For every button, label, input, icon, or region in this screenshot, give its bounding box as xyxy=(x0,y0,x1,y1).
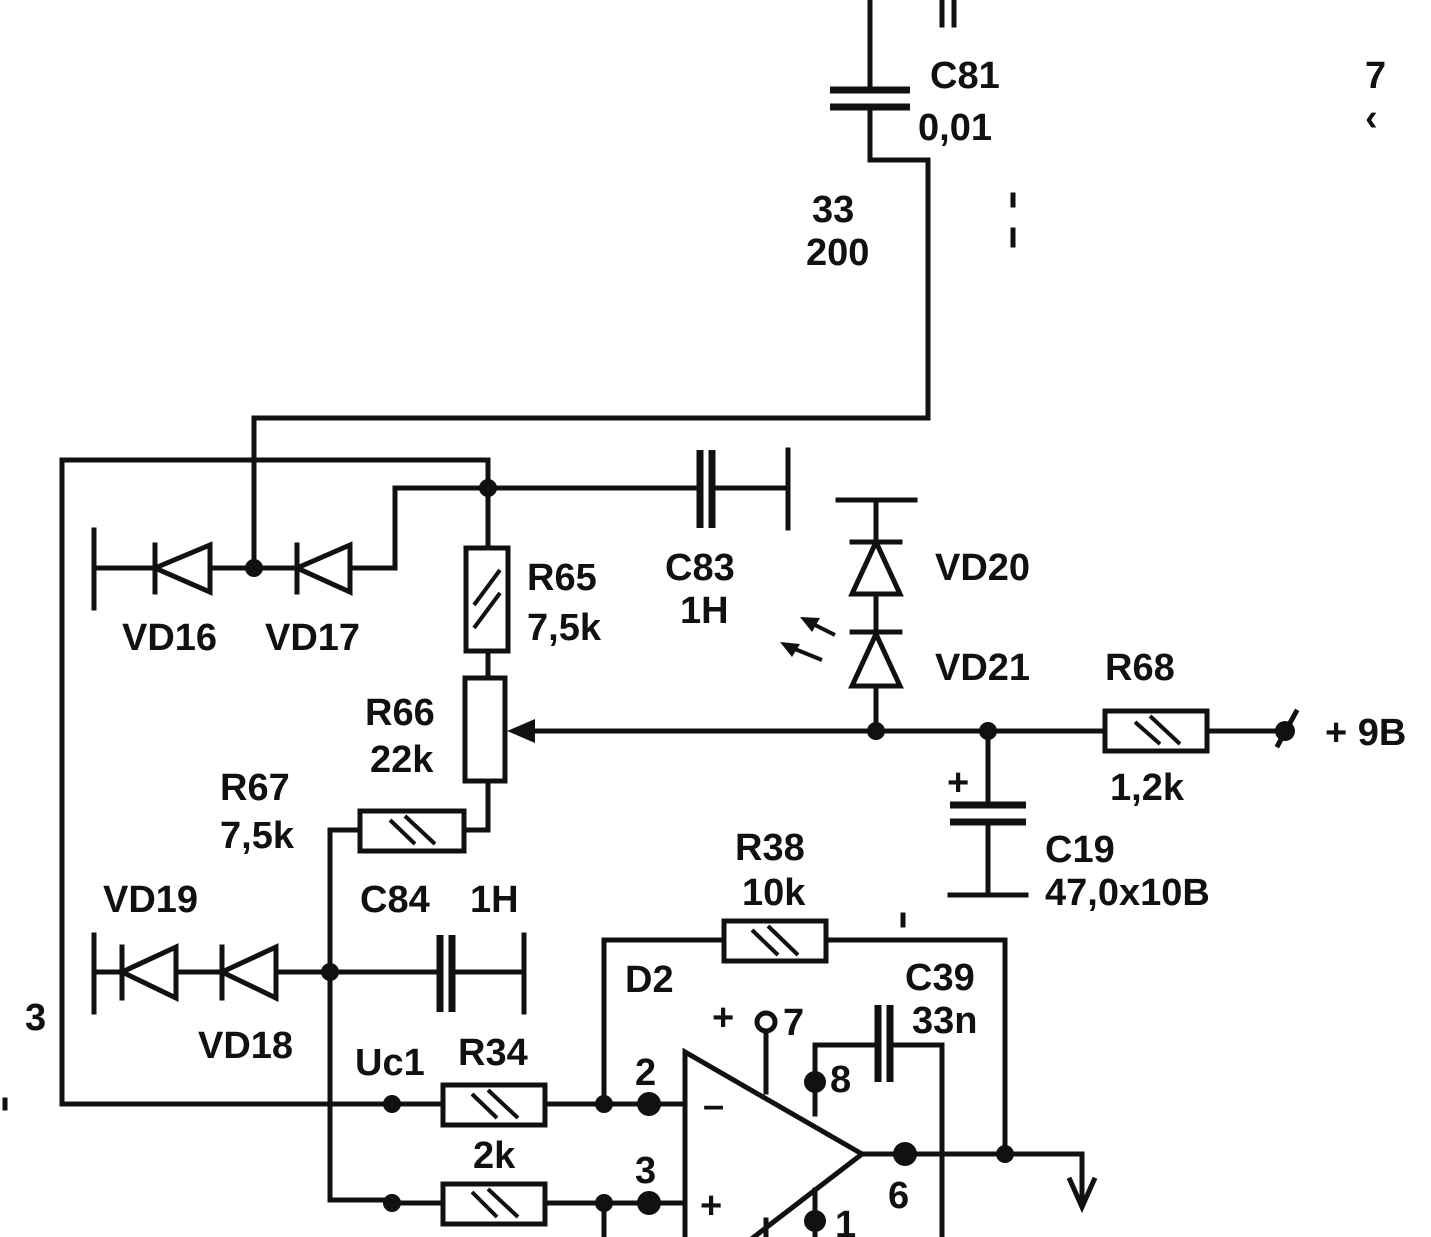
vd20-label: VD20 xyxy=(935,547,1030,589)
wire-feedback-out xyxy=(823,937,1008,1157)
r68-resistor xyxy=(1102,708,1285,754)
vd16-label: VD16 xyxy=(122,617,217,659)
c19-capacitor xyxy=(947,728,1029,898)
r66-potentiometer xyxy=(462,675,878,833)
pin6-dot xyxy=(893,1142,917,1166)
wire-r33-feed xyxy=(251,157,931,571)
c84-value: 1H xyxy=(470,879,519,921)
r67-value: 7,5k xyxy=(220,815,295,857)
r68-label: R68 xyxy=(1105,647,1175,689)
c19-plus: + xyxy=(947,762,969,804)
junction-feedback xyxy=(595,1095,613,1113)
pin8-label: 8 xyxy=(830,1059,851,1101)
c83-capacitor xyxy=(485,447,791,531)
vd16-diode xyxy=(91,527,257,611)
wire-left-loop xyxy=(59,457,491,1107)
pin7-plus: + xyxy=(712,997,734,1039)
supply-terminal xyxy=(1274,708,1300,749)
pin2-label: 2 xyxy=(635,1052,656,1094)
r38-value: 10k xyxy=(742,872,806,914)
c81-label: C81 xyxy=(930,55,1000,97)
junction-output xyxy=(996,1145,1014,1163)
r65-label: R65 xyxy=(527,557,597,599)
r33-value: 200 xyxy=(806,232,869,274)
c81-capacitor xyxy=(830,0,957,163)
edge-label-k: ‹ xyxy=(1365,97,1378,139)
vd21-label: VD21 xyxy=(935,647,1030,689)
pin1-label: 1 xyxy=(835,1204,856,1237)
edge-label-7: 7 xyxy=(1365,55,1386,97)
c84-label: C84 xyxy=(360,879,430,921)
c19-label: C19 xyxy=(1045,829,1115,871)
c84-capacitor xyxy=(327,932,527,1015)
r66-value: 22k xyxy=(370,739,434,781)
opamp-plus: + xyxy=(700,1185,722,1227)
vd18-label: VD18 xyxy=(198,1025,293,1067)
c83-label: C83 xyxy=(665,547,735,589)
r-bottom-resistor xyxy=(440,1181,548,1227)
edge-label-b: 3 xyxy=(25,997,46,1039)
pin3-dot xyxy=(637,1191,661,1215)
r65-resistor xyxy=(463,485,511,681)
uc1-dot xyxy=(383,1095,401,1113)
supply-label: + 9B xyxy=(1325,712,1406,754)
r34-resistor xyxy=(440,1082,548,1128)
vd19-diode xyxy=(91,932,221,1015)
r34-value: 2k xyxy=(473,1135,516,1177)
d2-label: D2 xyxy=(625,959,674,1001)
r33-label: 33 xyxy=(812,189,854,231)
c39-capacitor xyxy=(812,1005,945,1237)
r38-label: R38 xyxy=(735,827,805,869)
c83-value: 1H xyxy=(680,590,729,632)
opamp-d2 xyxy=(682,1010,867,1237)
vd17-label: VD17 xyxy=(265,617,360,659)
pin2-dot xyxy=(637,1092,661,1116)
r66-label: R66 xyxy=(365,692,435,734)
c39-value: 33n xyxy=(912,1000,977,1042)
junction-vd16-vd17 xyxy=(245,559,263,577)
r38-resistor xyxy=(721,918,829,964)
r65-value: 7,5k xyxy=(527,607,602,649)
r34-label: R34 xyxy=(458,1032,528,1074)
pin3-label: 3 xyxy=(635,1150,656,1192)
vd18-diode xyxy=(216,943,333,1002)
c19-value: 47,0x10B xyxy=(1045,872,1210,914)
r67-resistor xyxy=(357,808,467,854)
vd17-diode xyxy=(251,485,491,596)
pin6-label: 6 xyxy=(888,1175,909,1217)
r68-value: 1,2k xyxy=(1110,767,1185,809)
pin7-label: 7 xyxy=(783,1002,804,1044)
uc1-label: Uc1 xyxy=(355,1042,425,1084)
r67-label: R67 xyxy=(220,767,290,809)
output-arrow xyxy=(1066,1151,1098,1214)
c81-value: 0,01 xyxy=(918,107,992,149)
opamp-minus: – xyxy=(703,1085,724,1127)
wire-feedback xyxy=(601,937,727,1107)
vd20-diode xyxy=(835,497,918,635)
c39-label: C39 xyxy=(905,957,975,999)
vd19-label: VD19 xyxy=(103,879,198,921)
vd21-led xyxy=(780,617,904,734)
wire-r67-down xyxy=(327,827,393,1203)
